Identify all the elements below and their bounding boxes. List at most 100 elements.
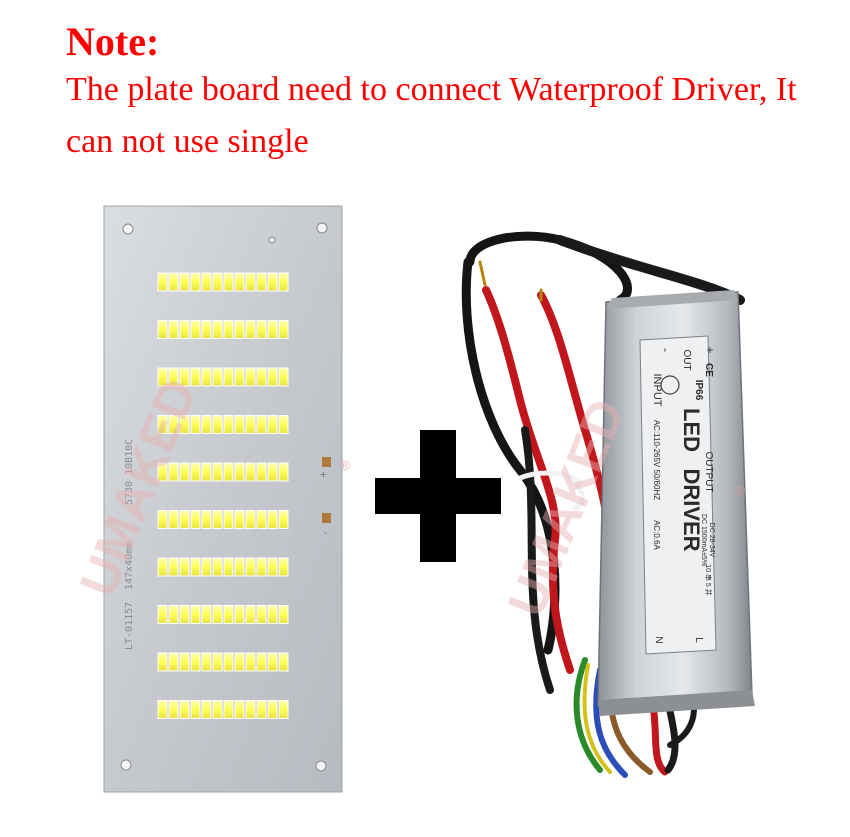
led-chip	[267, 367, 278, 387]
led-chip	[179, 557, 190, 577]
led-chip	[267, 415, 278, 434]
led-chip	[168, 557, 179, 577]
led-chip	[256, 415, 267, 434]
driver-label-dc-voltage: DC 28-34V	[708, 523, 715, 558]
driver-label-minus: -	[659, 348, 673, 352]
led-chip	[212, 510, 223, 529]
mount-hole	[122, 223, 134, 235]
led-chip	[234, 557, 245, 577]
led-chip	[234, 700, 245, 719]
led-chip	[190, 462, 201, 482]
led-chip	[190, 510, 201, 529]
led-chip	[201, 700, 212, 719]
led-chip	[179, 700, 190, 719]
driver-label-power: 10 串 5 并	[704, 564, 713, 596]
led-chip	[212, 462, 223, 482]
driver-label-dc-current: DC 1500mA±5%	[700, 514, 707, 566]
led-chip	[201, 415, 212, 434]
driver-label-current: AC:0.6A	[652, 520, 661, 550]
led-chip	[256, 272, 267, 292]
led-chip	[157, 700, 168, 719]
silkscreen-model: LT-01157	[124, 602, 135, 650]
driver-label-n: N	[653, 636, 664, 643]
led-chip	[179, 320, 190, 339]
led-chip	[278, 510, 289, 529]
led-chip	[157, 652, 168, 672]
led-chip	[278, 272, 289, 292]
led-chip	[168, 700, 179, 719]
note-title: Note:	[66, 19, 160, 64]
led-chip	[278, 557, 289, 577]
note-text: The plate board need to connect Waterpro…	[66, 71, 797, 160]
led-chip	[245, 415, 256, 434]
led-chip	[168, 320, 179, 339]
silkscreen-spec: 5730 10B10C	[124, 439, 135, 505]
driver-label-input-spec: AC:110-265V 50/60HZ	[652, 420, 661, 500]
led-chip	[201, 652, 212, 672]
led-chip	[278, 652, 289, 672]
led-chip	[267, 462, 278, 482]
led-chip	[234, 272, 245, 292]
led-chip	[190, 272, 201, 292]
led-chip	[212, 652, 223, 672]
led-chip	[234, 605, 245, 624]
led-chip	[223, 367, 234, 387]
led-chip	[157, 415, 168, 434]
led-chip	[256, 367, 267, 387]
led-chip	[223, 272, 234, 292]
led-grid	[157, 272, 289, 719]
led-chip	[179, 462, 190, 482]
led-chip	[212, 557, 223, 577]
led-chip	[256, 462, 267, 482]
led-chip	[168, 462, 179, 482]
plus-icon	[375, 430, 501, 562]
led-chip	[157, 462, 168, 482]
led-chip	[179, 652, 190, 672]
led-chip	[190, 605, 201, 624]
led-chip	[278, 605, 289, 624]
led-chip	[267, 272, 278, 292]
led-driver: LED DRIVER INPUT AC:110-265V 50/60HZ AC:…	[597, 290, 755, 716]
led-chip	[168, 415, 179, 434]
led-chip	[157, 367, 168, 387]
led-chip	[157, 272, 168, 292]
driver-label-led: LED	[679, 408, 704, 452]
led-chip	[190, 557, 201, 577]
led-chip	[190, 320, 201, 339]
led-chip	[278, 320, 289, 339]
led-chip	[245, 367, 256, 387]
led-chip	[157, 605, 168, 624]
led-chip	[212, 272, 223, 292]
led-chip	[223, 700, 234, 719]
driver-label-l: L	[693, 637, 704, 643]
led-chip	[267, 652, 278, 672]
led-chip	[278, 700, 289, 719]
led-chip	[201, 367, 212, 387]
led-chip	[256, 557, 267, 577]
silkscreen-size: 147x40mm	[124, 542, 135, 590]
led-chip	[223, 510, 234, 529]
led-chip	[179, 510, 190, 529]
led-chip	[234, 510, 245, 529]
led-chip	[245, 700, 256, 719]
led-chip	[256, 510, 267, 529]
led-chip	[223, 557, 234, 577]
led-chip	[201, 320, 212, 339]
solder-pad-minus	[322, 513, 331, 523]
led-chip	[267, 320, 278, 339]
led-chip	[201, 605, 212, 624]
led-chip	[234, 415, 245, 434]
led-chip	[245, 272, 256, 292]
led-chip	[234, 462, 245, 482]
led-chip	[223, 320, 234, 339]
led-chip	[179, 605, 190, 624]
led-chip	[168, 605, 179, 624]
watermark-registered: ®	[340, 457, 351, 473]
led-board: LT-01157 147x40mm 5730 10B10C + -	[103, 205, 343, 793]
led-chip	[223, 652, 234, 672]
led-chip	[223, 462, 234, 482]
led-chip	[223, 415, 234, 434]
led-chip	[267, 510, 278, 529]
led-chip	[256, 605, 267, 624]
led-chip	[245, 320, 256, 339]
